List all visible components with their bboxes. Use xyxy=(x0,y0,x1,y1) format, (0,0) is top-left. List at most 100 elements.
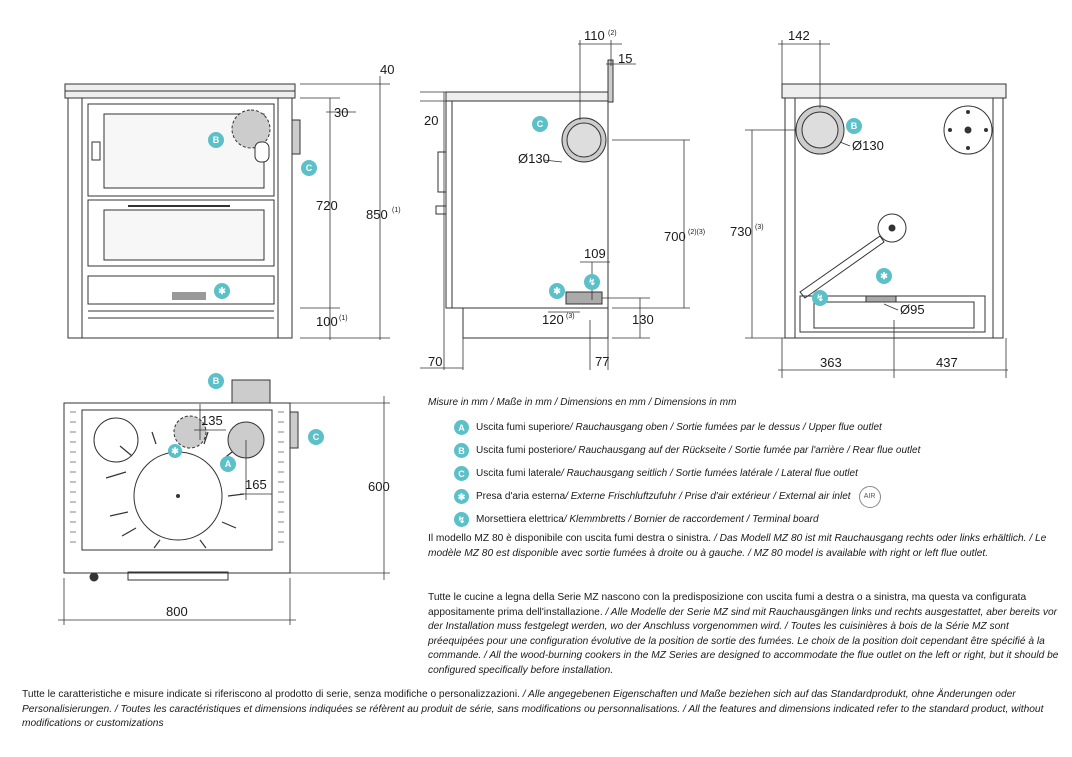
dim-side-110-note: (2) xyxy=(608,30,617,37)
air-inlet-icon: ✱ xyxy=(454,489,469,504)
dim-back-730-note: (3) xyxy=(755,224,764,231)
front-side-flue xyxy=(291,119,301,155)
legend-item-translations: / Rauchausgang oben / Sortie fumées par … xyxy=(569,421,882,433)
top-badge-b-label: B xyxy=(213,376,220,386)
legend-item-rear-flue: B Uscita fumi posteriore / Rauchausgang … xyxy=(428,439,1058,462)
dim-side-77: 77 xyxy=(595,354,609,369)
top-badge-a xyxy=(220,456,236,472)
dim-front-40: 40 xyxy=(380,62,394,77)
dim-side-20: 20 xyxy=(424,113,438,128)
oven-door xyxy=(87,199,275,267)
back-terminal-badge xyxy=(812,290,828,306)
dim-side-110: 110 xyxy=(584,28,605,43)
top-cooktop xyxy=(81,409,273,551)
back-top-plate xyxy=(781,83,1007,99)
side-badge-c xyxy=(532,116,548,132)
legend-item-main: Uscita fumi laterale xyxy=(476,467,562,479)
badge-c-icon: C xyxy=(454,466,469,481)
side-air-inlet-glyph: ✱ xyxy=(553,286,561,296)
note-main: Il modello MZ 80 è disponibile con uscit… xyxy=(428,533,712,544)
dim-side-130: 130 xyxy=(632,312,654,327)
top-badge-c-label: C xyxy=(313,432,320,442)
badge-a-icon: A xyxy=(454,420,469,435)
dim-front-850-note: (1) xyxy=(392,207,401,214)
back-air-inlet-glyph: ✱ xyxy=(880,271,888,281)
back-badge-b-label: B xyxy=(851,121,858,131)
side-terminal-badge xyxy=(584,274,600,290)
legend-item-translations: / Rauchausgang auf der Rückseite / Sorti… xyxy=(572,444,921,456)
note-translations: / Alle Modelle der Serie MZ sind mit Rau… xyxy=(428,606,1059,676)
top-flue-rear xyxy=(173,415,207,449)
dim-back-730: 730 xyxy=(730,224,752,239)
legend: Misure in mm / Maße in mm / Dimensions e… xyxy=(428,396,1058,531)
front-air-inlet-badge xyxy=(214,283,230,299)
dim-front-720: 720 xyxy=(316,198,338,213)
dim-side-700: 700 xyxy=(664,229,686,244)
legend-heading: Misure in mm / Maße in mm / Dimensions e… xyxy=(428,397,737,408)
dim-back-142: 142 xyxy=(788,28,810,43)
front-badge-c-label: C xyxy=(306,163,313,173)
firebox-door xyxy=(87,103,275,197)
badge-b-icon: B xyxy=(454,443,469,458)
front-badge-b-label: B xyxy=(213,135,220,145)
dim-top-135: 135 xyxy=(201,413,223,428)
dim-front-850: 850 xyxy=(366,207,388,222)
ash-drawer xyxy=(87,275,275,305)
side-view xyxy=(435,59,614,339)
front-flue-outlet xyxy=(231,109,271,149)
top-badge-a-label: A xyxy=(225,459,232,469)
side-terminal-box xyxy=(565,291,603,305)
dim-side-700-note: (2)(3) xyxy=(688,229,705,236)
dim-side-70: 70 xyxy=(428,354,442,369)
back-view xyxy=(781,83,1007,339)
dim-side-120-note: (3) xyxy=(566,313,575,320)
back-terminal-glyph: ↯ xyxy=(816,293,824,303)
side-top-plate xyxy=(445,91,612,102)
note-main: Tutte le cucine a legna della Serie MZ n… xyxy=(428,592,1027,618)
back-dimension-lines xyxy=(745,40,1008,378)
side-badge-c-label: C xyxy=(537,119,544,129)
back-plate-round xyxy=(943,105,993,155)
legend-item-translations: / Rauchausgang seitlich / Sortie fumées … xyxy=(561,467,858,479)
note-series-configuration: Tutte le cucine a legna della Serie MZ n… xyxy=(428,591,1060,678)
note-main: Tutte le caratteristiche e misure indica… xyxy=(22,689,520,700)
dim-top-600: 600 xyxy=(368,479,390,494)
front-dimension-lines xyxy=(300,76,390,340)
dim-back-437: 437 xyxy=(936,355,958,370)
note-standard-product: Tutte le caratteristiche e misure indica… xyxy=(22,688,1062,732)
dim-side-15: 15 xyxy=(618,51,632,66)
top-outline xyxy=(63,402,291,574)
dim-front-100-note: (1) xyxy=(339,315,348,322)
note-flue-availability: Il modello MZ 80 è disponibile con uscit… xyxy=(428,532,1060,561)
front-body xyxy=(67,97,293,339)
top-air-inlet-badge xyxy=(168,444,182,458)
dim-side-flue-dia: Ø130 xyxy=(518,151,550,166)
dim-side-120: 120 xyxy=(542,312,564,327)
dim-front-100: 100 xyxy=(316,314,338,329)
legend-item-terminal-board: ↯ Morsettiera elettrica / Klemmbretts / … xyxy=(428,508,1058,531)
note-translations: / Alle angegebenen Eigenschaften und Maß… xyxy=(22,689,1044,729)
legend-item-main: Presa d'aria esterna xyxy=(476,490,566,502)
side-terminal-glyph: ↯ xyxy=(588,277,596,287)
front-badge-c xyxy=(301,160,317,176)
terminal-board-icon: ↯ xyxy=(454,512,469,527)
front-view xyxy=(64,83,301,339)
front-badge-b xyxy=(208,132,224,148)
front-air-inlet-glyph: ✱ xyxy=(218,286,226,296)
side-air-inlet-badge xyxy=(549,283,565,299)
back-air-inlet-badge xyxy=(876,268,892,284)
legend-item-main: Uscita fumi superiore xyxy=(476,421,570,433)
dim-top-165: 165 xyxy=(245,477,267,492)
dim-front-30: 30 xyxy=(334,105,348,120)
top-dimension-lines xyxy=(58,396,390,625)
legend-item-lateral-flue: C Uscita fumi laterale / Rauchausgang se… xyxy=(428,462,1058,485)
air-symbol-icon: AIR xyxy=(858,485,881,508)
legend-item-upper-flue: A Uscita fumi superiore / Rauchausgang o… xyxy=(428,416,1058,439)
back-damper-knob xyxy=(877,213,907,243)
top-plate-left xyxy=(93,417,139,463)
legend-item-air-inlet: ✱ Presa d'aria esterna / Externe Frischl… xyxy=(428,485,1058,508)
dim-side-109: 109 xyxy=(584,246,606,261)
top-badge-c xyxy=(308,429,324,445)
top-badge-b xyxy=(208,373,224,389)
legend-item-main: Morsettiera elettrica xyxy=(476,513,564,525)
